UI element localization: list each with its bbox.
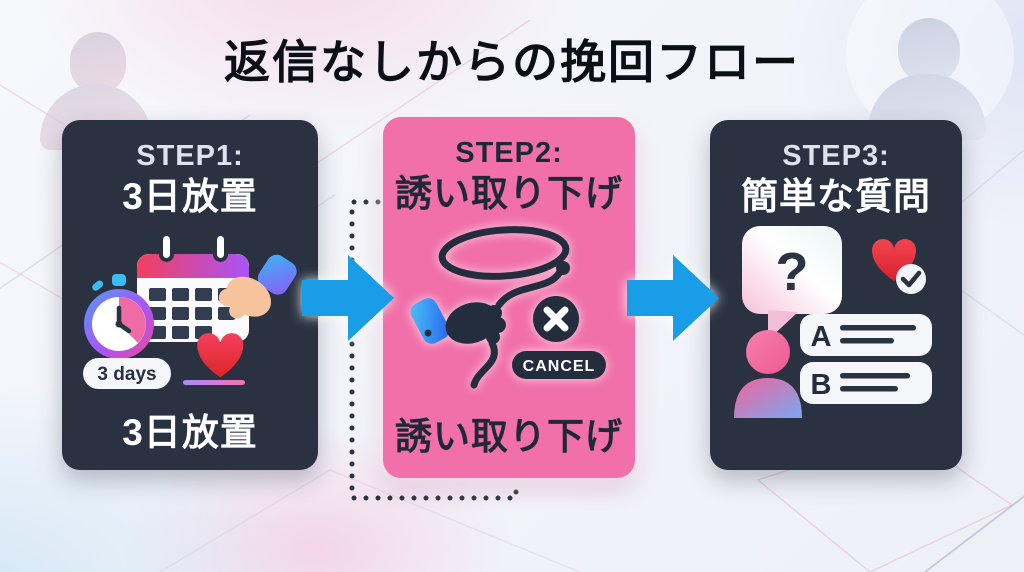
option-a-label: A — [811, 321, 832, 353]
heart-check-icon — [872, 238, 926, 294]
step1-heading: 3日放置 — [122, 176, 258, 217]
step1-card: STEP1: 3日放置 — [62, 120, 318, 470]
stopwatch-icon — [84, 273, 154, 359]
person-icon — [734, 329, 802, 418]
question-bubble-icon: ? — [742, 225, 842, 340]
option-b-row: B — [800, 361, 932, 404]
silhouette-head — [898, 18, 960, 84]
arrow-right-icon — [627, 255, 719, 341]
cancel-label: CANCEL — [523, 358, 596, 375]
step2-heading: 誘い取り下げ — [395, 173, 623, 214]
cancel-badge: CANCEL — [512, 350, 606, 379]
step2-caption: 誘い取り下げ — [395, 416, 623, 457]
simple-question-icon: ? A B — [734, 225, 932, 418]
option-a-row: A — [800, 313, 932, 356]
three-days-label: 3 days — [97, 364, 156, 385]
fist-icon — [410, 297, 506, 344]
x-circle-icon — [533, 295, 579, 342]
lasso-knot — [556, 260, 570, 275]
arrow-right-icon — [302, 255, 394, 341]
hand-heart-icon — [183, 254, 297, 385]
question-mark: ? — [776, 242, 809, 302]
step3-label: STEP3: — [782, 140, 890, 172]
step2-label: STEP2: — [455, 137, 563, 169]
step3-card: STEP3: 簡単な質問 ? — [710, 120, 962, 470]
three-days-badge: 3 days — [83, 357, 171, 389]
option-b-label: B — [811, 369, 832, 401]
step1-label: STEP1: — [136, 140, 244, 172]
wait-three-days-icon: 3 days — [83, 231, 297, 389]
silhouette-head — [70, 32, 126, 94]
step1-caption: 3日放置 — [122, 412, 258, 453]
underline-decor — [183, 379, 245, 385]
step2-card: STEP2: 誘い取り下げ — [383, 117, 635, 478]
page-title: 返信なしからの挽回フロー — [224, 36, 800, 88]
withdraw-invite-icon: CANCEL — [410, 225, 606, 389]
step3-heading: 簡単な質問 — [741, 176, 931, 217]
